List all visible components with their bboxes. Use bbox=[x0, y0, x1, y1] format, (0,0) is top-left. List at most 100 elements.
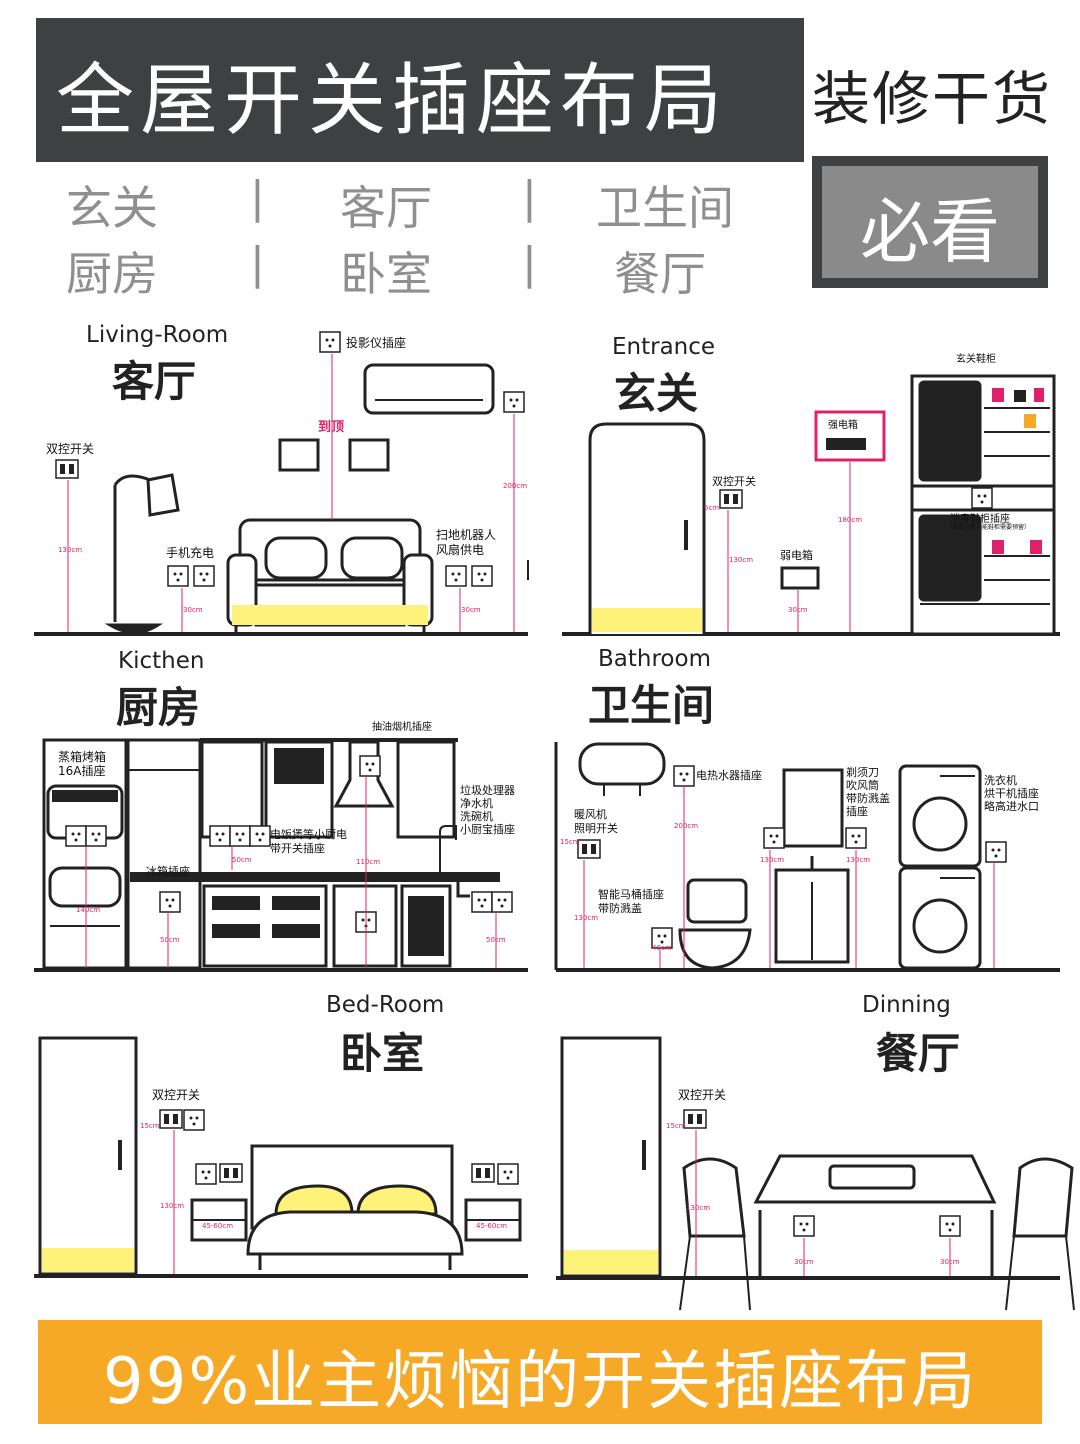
dimension-label: 30cm bbox=[461, 606, 481, 614]
entrance-cn: 玄关 bbox=[614, 369, 699, 418]
dimension-label: 45-60cm bbox=[202, 1222, 234, 1230]
dimension-label: 40cm bbox=[652, 944, 672, 952]
kitchen-cn: 厨房 bbox=[116, 683, 201, 732]
separator: | bbox=[250, 172, 265, 223]
living-room-cn: 客厅 bbox=[112, 357, 197, 406]
fan-label-1: 暖风机 bbox=[574, 808, 607, 821]
dimension-label: 130cm bbox=[686, 1204, 711, 1212]
dimension-label: 15cm bbox=[560, 838, 580, 846]
shaver-label-1: 剃须刀 bbox=[846, 766, 879, 779]
living-dual-switch-label: 双控开关 bbox=[46, 442, 95, 456]
fridge-socket-label: 冰箱插座 bbox=[146, 865, 190, 878]
shaver-label-3: 带防溅盖 bbox=[846, 792, 890, 805]
bathroom-drawing bbox=[554, 742, 1060, 972]
dimension-label: 110cm bbox=[356, 858, 381, 866]
appliance-label-1: 电饭煲等小厨电 bbox=[270, 828, 347, 841]
dimension-label: 30cm bbox=[183, 606, 203, 614]
tag-dining: 餐厅 bbox=[614, 247, 706, 301]
living-room-en: Living-Room bbox=[86, 322, 229, 348]
entrance-drawing bbox=[562, 374, 1060, 636]
dimension-label: 5cm bbox=[704, 504, 720, 512]
dimension-label: 30cm bbox=[794, 1258, 814, 1266]
dimension-label: 45-60cm bbox=[476, 1222, 508, 1230]
tag-bedroom: 卧室 bbox=[340, 247, 432, 301]
separator: | bbox=[522, 238, 537, 289]
bedroom-en: Bed-Room bbox=[326, 992, 445, 1018]
page-title: 全屋开关插座布局 bbox=[56, 56, 729, 146]
dimension-label: 50cm bbox=[160, 936, 180, 944]
strong-box-label: 强电箱 bbox=[828, 420, 858, 431]
dimension-label: 200cm bbox=[503, 482, 528, 490]
heater-socket-label: 电热水器插座 bbox=[696, 769, 762, 782]
footer-banner bbox=[38, 1320, 1042, 1424]
toilet-label-2: 带防溅盖 bbox=[598, 902, 642, 915]
robot-fan-label-2: 风扇供电 bbox=[436, 543, 485, 557]
cabinet-socket-label-2: （需要消毒功能鞋柜需要预留） bbox=[946, 524, 1031, 531]
fan-label-2: 照明开关 bbox=[574, 822, 618, 835]
tag-kitchen: 厨房 bbox=[66, 247, 158, 301]
dimension-label: 140cm bbox=[76, 906, 101, 914]
dimension-label: 15cm bbox=[140, 1122, 160, 1130]
tag-living: 客厅 bbox=[340, 181, 432, 235]
living-room-dimensions bbox=[67, 354, 515, 632]
dimension-label: 30cm bbox=[940, 1258, 960, 1266]
kitchen-en: Kicthen bbox=[118, 648, 205, 674]
footer-text: 99%业主烦恼的开关插座布局 bbox=[102, 1345, 978, 1419]
side-title: 装修干货 bbox=[812, 65, 1053, 133]
dining-dimensions bbox=[695, 1130, 951, 1276]
phone-charge-label: 手机充电 bbox=[166, 546, 215, 560]
bathroom-cn: 卫生间 bbox=[588, 681, 715, 730]
entrance-en: Entrance bbox=[612, 334, 716, 360]
entrance-shoe-items bbox=[992, 388, 1044, 554]
kitchen-drawing bbox=[34, 738, 528, 972]
dining-dual-switch-label: 双控开关 bbox=[678, 1088, 727, 1102]
dimension-label: 130cm bbox=[729, 556, 754, 564]
bedroom-drawing bbox=[34, 1036, 528, 1278]
washer-label-2: 烘干机插座 bbox=[984, 787, 1039, 800]
entrance-dimensions bbox=[727, 462, 851, 632]
dimension-label: 15cm bbox=[666, 1122, 686, 1130]
shaver-label-4: 插座 bbox=[846, 805, 868, 818]
dimension-label: 130cm bbox=[58, 546, 83, 554]
shaver-label-2: 吹风筒 bbox=[846, 779, 879, 792]
disposer-label-1: 垃圾处理器 bbox=[460, 784, 515, 797]
dining-en: Dinning bbox=[862, 992, 951, 1018]
dimension-label: 200cm bbox=[674, 822, 699, 830]
dining-cn: 餐厅 bbox=[876, 1029, 961, 1078]
separator: | bbox=[250, 238, 265, 289]
robot-fan-label-1: 扫地机器人 bbox=[436, 528, 497, 542]
appliance-label-2: 带开关插座 bbox=[270, 842, 325, 855]
dimension-label: 50cm bbox=[486, 936, 506, 944]
disposer-label-2: 净水机 bbox=[460, 797, 493, 810]
hood-socket-label: 抽油烟机插座 bbox=[372, 722, 432, 733]
bedroom-cn: 卧室 bbox=[340, 1029, 425, 1078]
tag-bathroom: 卫生间 bbox=[596, 181, 734, 235]
oven-label-1: 蒸箱烤箱 bbox=[58, 750, 107, 764]
dimension-label: 130cm bbox=[760, 856, 785, 864]
projector-socket-label: 投影仪插座 bbox=[346, 336, 407, 350]
kitchen-dimensions bbox=[85, 776, 497, 968]
dimension-label: 130cm bbox=[846, 856, 871, 864]
washer-label-1: 洗衣机 bbox=[984, 774, 1017, 787]
toilet-label-1: 智能马桶插座 bbox=[598, 888, 664, 901]
oven-label-2: 16A插座 bbox=[58, 764, 106, 778]
must-read-badge-inner bbox=[822, 166, 1038, 278]
cabinet-socket-label-1: 消毒鞋柜插座 bbox=[950, 514, 1010, 525]
dining-drawing bbox=[556, 1036, 1075, 1311]
dimension-label: 180cm bbox=[838, 516, 863, 524]
dimension-label: 130cm bbox=[574, 914, 599, 922]
bedroom-dual-switch-label: 双控开关 bbox=[152, 1088, 201, 1102]
to-top-label: 到顶 bbox=[318, 420, 345, 435]
dimension-label: 130cm bbox=[160, 1202, 185, 1210]
bathroom-en: Bathroom bbox=[598, 646, 711, 672]
separator: | bbox=[522, 172, 537, 223]
dimension-label: 50cm bbox=[232, 856, 252, 864]
title-bar bbox=[36, 18, 804, 162]
tag-entrance: 玄关 bbox=[66, 181, 158, 235]
disposer-label-3: 洗碗机 bbox=[460, 810, 493, 823]
weak-box-label: 弱电箱 bbox=[780, 549, 813, 562]
living-room-drawing bbox=[34, 363, 529, 636]
shoe-cabinet-label: 玄关鞋柜 bbox=[956, 354, 996, 365]
bathroom-dimensions bbox=[583, 786, 995, 968]
